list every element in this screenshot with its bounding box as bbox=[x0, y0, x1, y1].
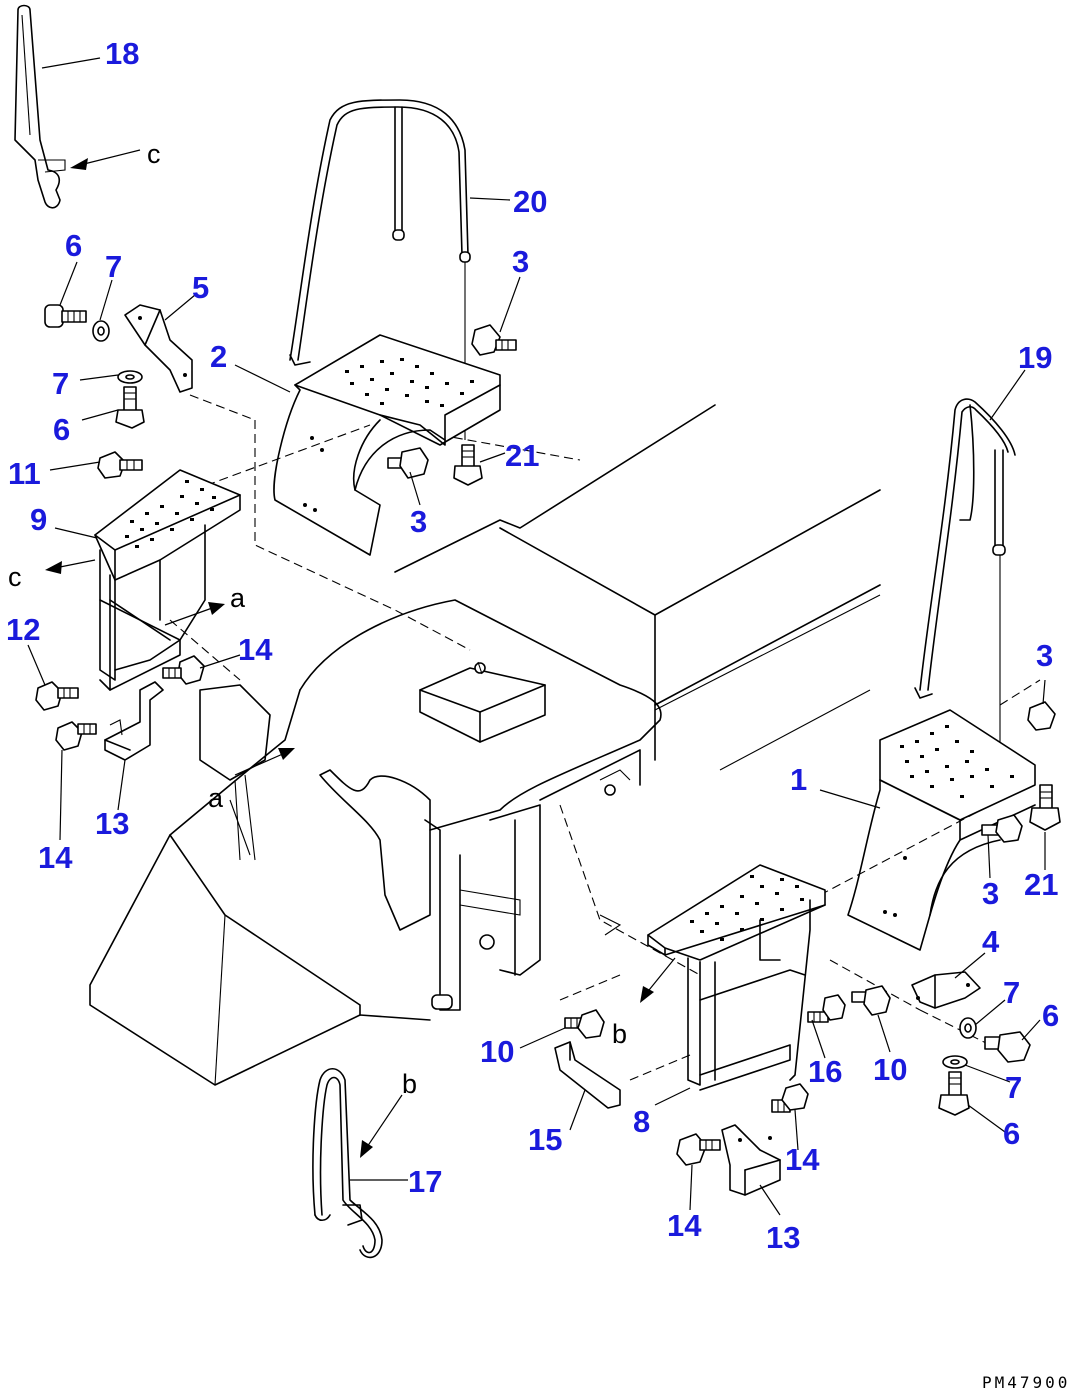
callout-15: 15 bbox=[528, 1122, 562, 1157]
callout-7: 7 bbox=[1003, 975, 1020, 1010]
callout-11: 11 bbox=[8, 456, 41, 491]
step-9 bbox=[35, 451, 241, 761]
view-ref-c: c bbox=[147, 139, 161, 169]
callout-18: 18 bbox=[105, 36, 139, 71]
drawing-code: PM47900 bbox=[982, 1373, 1070, 1392]
callout-17: 17 bbox=[408, 1164, 442, 1199]
view-reference-labels: c c a a b b bbox=[8, 139, 627, 1099]
callout-7: 7 bbox=[105, 249, 122, 284]
callout-21: 21 bbox=[1024, 867, 1058, 902]
callout-14: 14 bbox=[238, 632, 273, 667]
callout-6: 6 bbox=[1003, 1116, 1020, 1151]
leader-lines bbox=[27, 57, 1046, 1216]
callout-12: 12 bbox=[6, 612, 40, 647]
callout-9: 9 bbox=[30, 502, 47, 537]
step-8 bbox=[554, 864, 891, 1196]
callout-10: 10 bbox=[480, 1034, 514, 1069]
callout-6: 6 bbox=[53, 412, 70, 447]
callout-3: 3 bbox=[410, 504, 427, 539]
callout-13: 13 bbox=[95, 806, 129, 841]
callout-13: 13 bbox=[766, 1220, 800, 1255]
callout-14: 14 bbox=[667, 1208, 702, 1243]
step-1 bbox=[847, 701, 1061, 951]
callout-3: 3 bbox=[1036, 638, 1053, 673]
callout-10: 10 bbox=[873, 1052, 907, 1087]
callout-5: 5 bbox=[192, 270, 209, 305]
handrail-18 bbox=[14, 4, 66, 209]
bolts-upper bbox=[387, 324, 517, 486]
callout-1: 1 bbox=[790, 762, 807, 797]
machine-body bbox=[89, 404, 881, 1086]
handrail-19 bbox=[914, 398, 1016, 770]
view-ref-b: b bbox=[402, 1069, 417, 1099]
callout-14: 14 bbox=[38, 840, 73, 875]
callout-3: 3 bbox=[512, 244, 529, 279]
callout-20: 20 bbox=[513, 184, 547, 219]
callout-6: 6 bbox=[65, 228, 82, 263]
callout-7: 7 bbox=[52, 366, 69, 401]
callout-labels: 18 20 6 7 5 3 2 7 19 6 11 21 9 3 12 14 3… bbox=[6, 36, 1059, 1255]
callout-6: 6 bbox=[1042, 998, 1059, 1033]
handrail-17 bbox=[312, 1067, 383, 1259]
bracket-5 bbox=[44, 304, 193, 429]
callout-8: 8 bbox=[633, 1104, 650, 1139]
view-ref-c: c bbox=[8, 562, 22, 592]
callout-3: 3 bbox=[982, 876, 999, 911]
callout-14: 14 bbox=[785, 1142, 820, 1177]
callout-16: 16 bbox=[808, 1054, 842, 1089]
callout-2: 2 bbox=[210, 339, 227, 374]
bracket-4 bbox=[911, 971, 1031, 1116]
step-2 bbox=[273, 334, 501, 556]
view-ref-b: b bbox=[612, 1019, 627, 1049]
callout-7: 7 bbox=[1005, 1070, 1022, 1105]
callout-4: 4 bbox=[982, 924, 1000, 959]
view-ref-a: a bbox=[230, 583, 246, 613]
callout-19: 19 bbox=[1018, 340, 1052, 375]
view-ref-a: a bbox=[208, 783, 224, 813]
callout-21: 21 bbox=[505, 438, 539, 473]
